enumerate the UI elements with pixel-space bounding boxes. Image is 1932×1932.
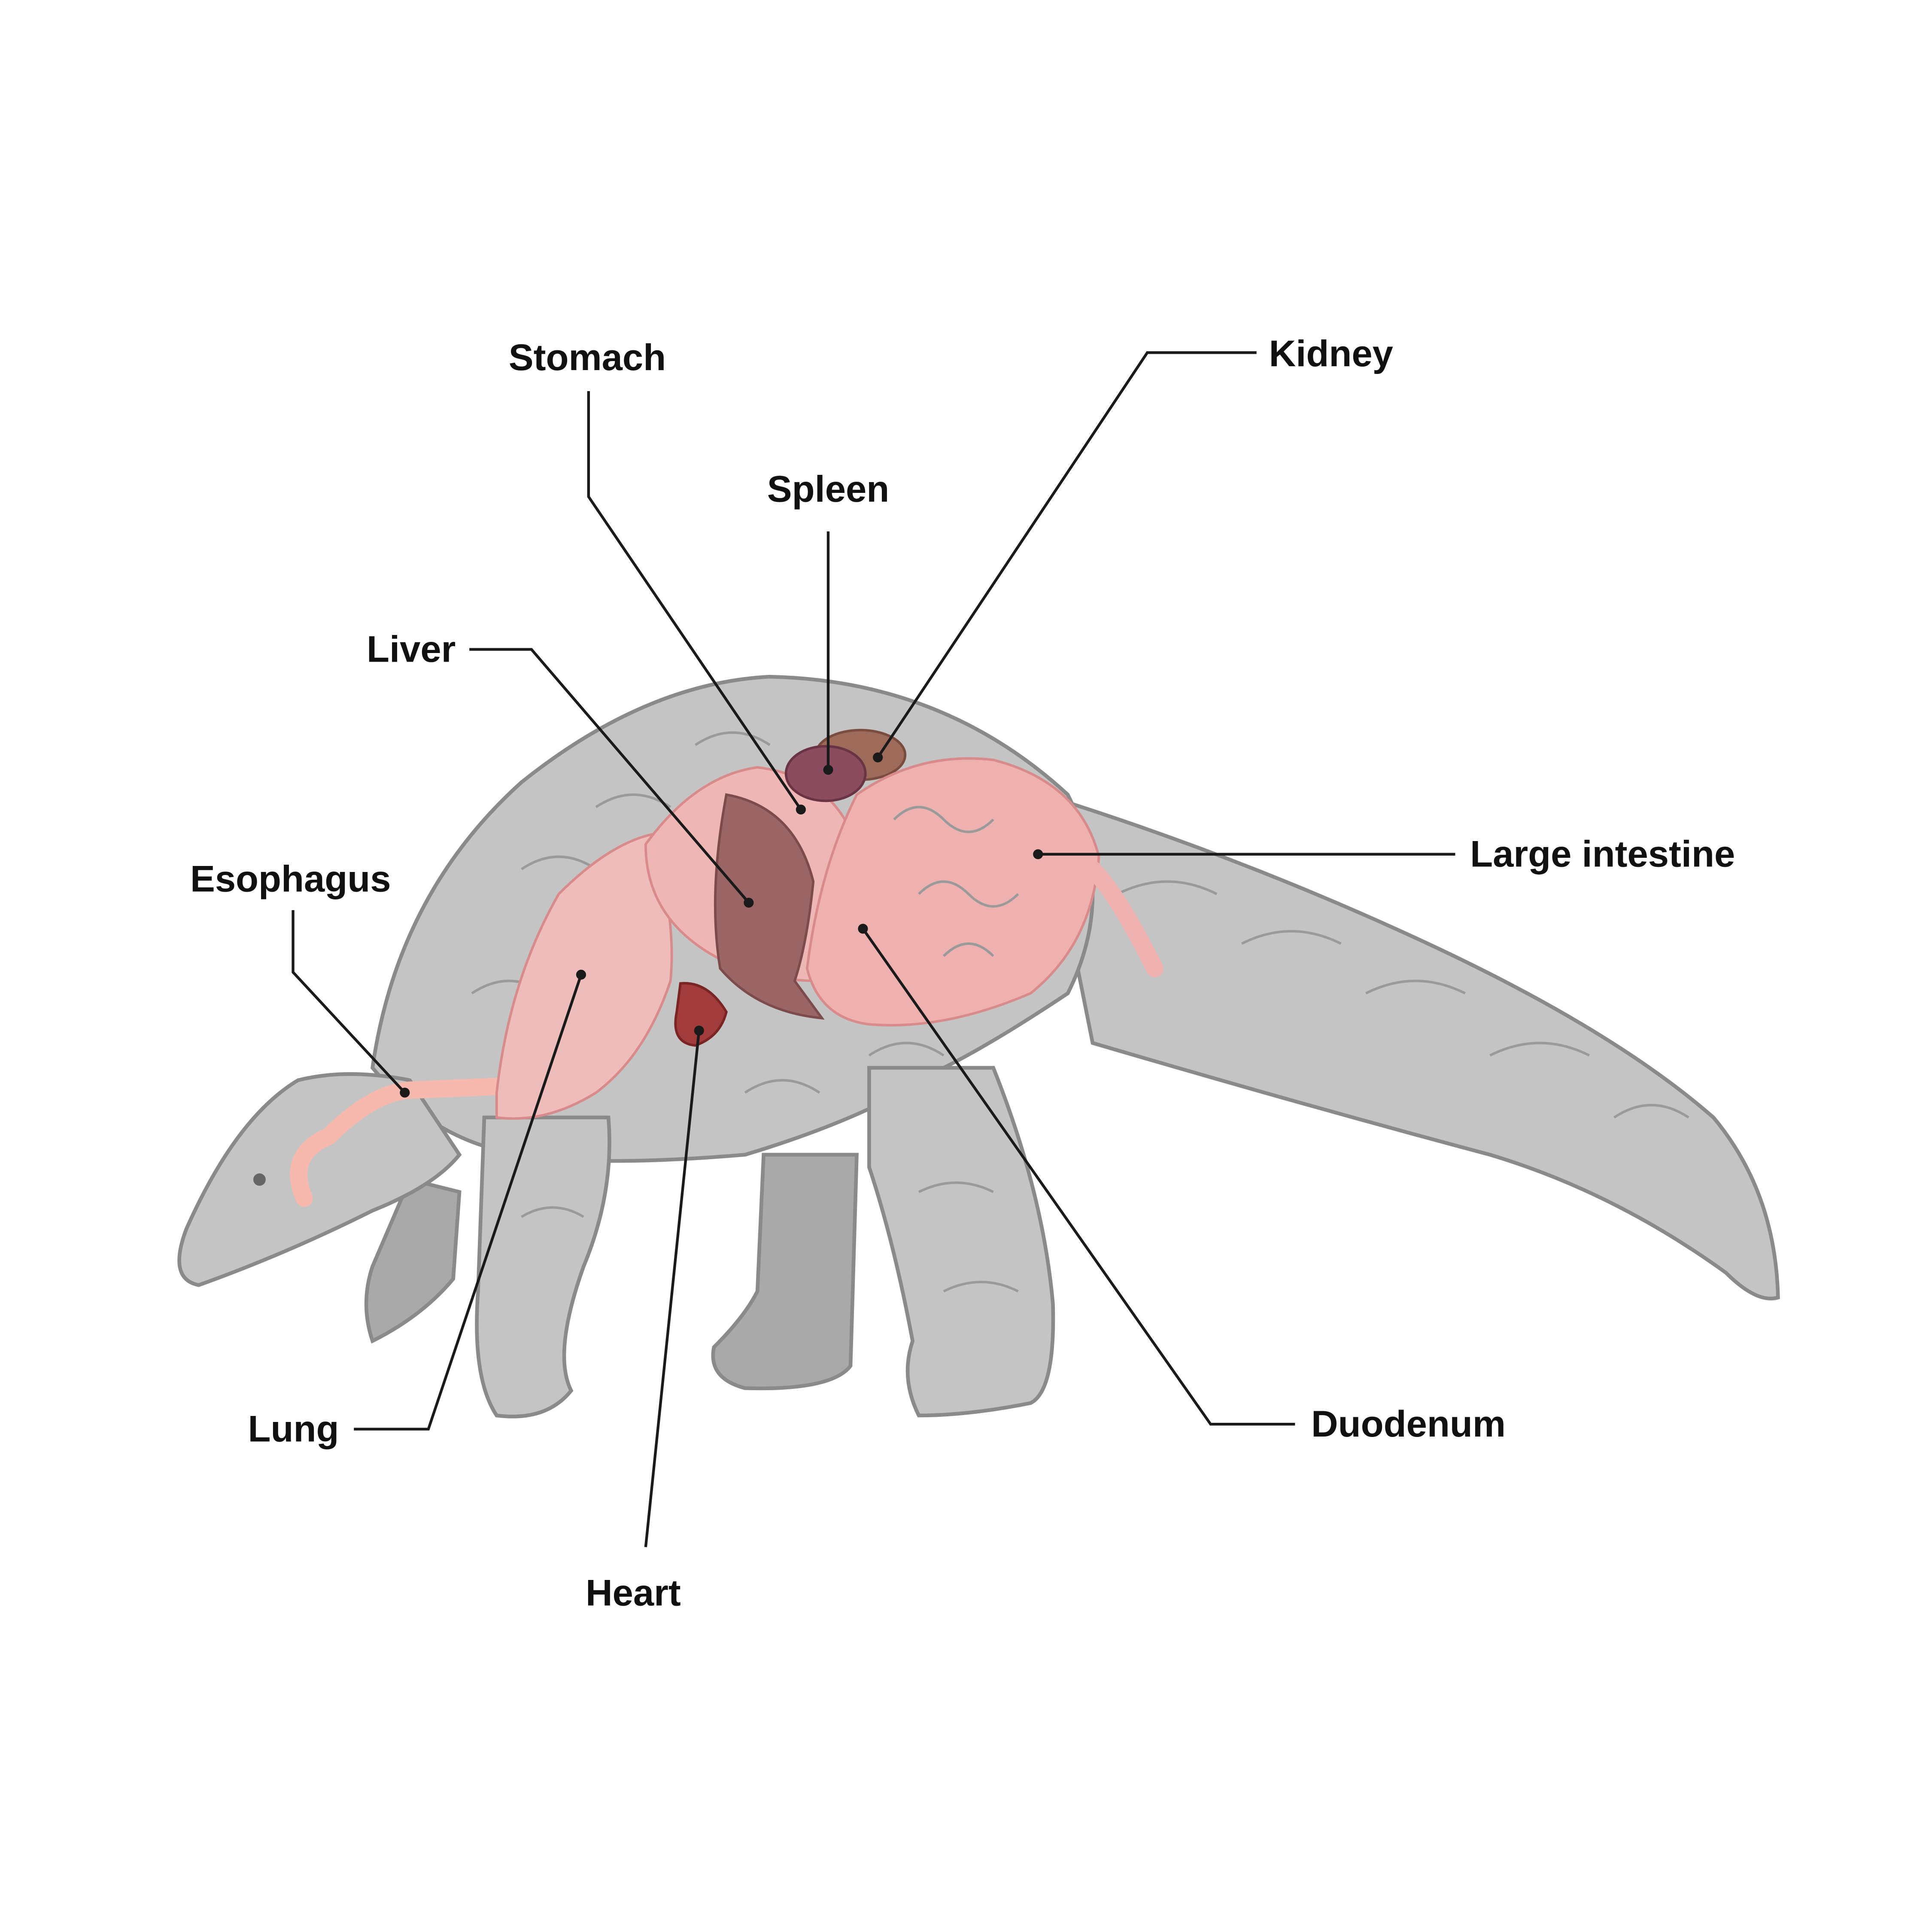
callout-kidney: Kidney	[873, 333, 1393, 762]
label-heart: Heart	[586, 1572, 681, 1613]
label-duodenum: Duodenum	[1311, 1403, 1506, 1445]
label-stomach: Stomach	[509, 337, 666, 378]
intestine-folds	[893, 806, 1019, 957]
label-kidney: Kidney	[1269, 333, 1393, 374]
label-liver: Liver	[367, 628, 456, 670]
callout-esophagus: Esophagus	[190, 858, 410, 1098]
eye	[253, 1173, 266, 1186]
liver-organ	[714, 793, 825, 1020]
label-esophagus: Esophagus	[190, 858, 391, 899]
heart-organ	[674, 982, 728, 1047]
label-spleen: Spleen	[767, 468, 889, 510]
callout-lung: Lung	[248, 969, 586, 1450]
esophagus-organ	[290, 1078, 506, 1207]
callout-heart: Heart	[586, 1025, 704, 1613]
front-leg-near	[475, 1115, 611, 1419]
callout-large-intestine: Large intestine	[1033, 833, 1735, 875]
scales	[471, 731, 1689, 1293]
callout-stomach: Stomach	[509, 337, 806, 815]
tail	[1040, 792, 1780, 1300]
callout-spleen: Spleen	[767, 468, 889, 775]
label-lung: Lung	[248, 1408, 339, 1450]
callout-duodenum: Duodenum	[858, 923, 1506, 1445]
label-large-intestine: Large intestine	[1470, 833, 1735, 875]
rectum-organ	[1084, 860, 1163, 978]
hind-leg-far	[711, 1153, 859, 1391]
hind-leg-near	[867, 1066, 1055, 1418]
front-leg-far	[364, 1177, 462, 1344]
callout-liver: Liver	[367, 628, 754, 908]
callouts: Stomach Spleen Kidney Liver Esophagus La…	[190, 333, 1735, 1613]
organs	[290, 729, 1163, 1207]
intestine-organ	[805, 757, 1100, 1027]
head	[177, 1072, 462, 1287]
